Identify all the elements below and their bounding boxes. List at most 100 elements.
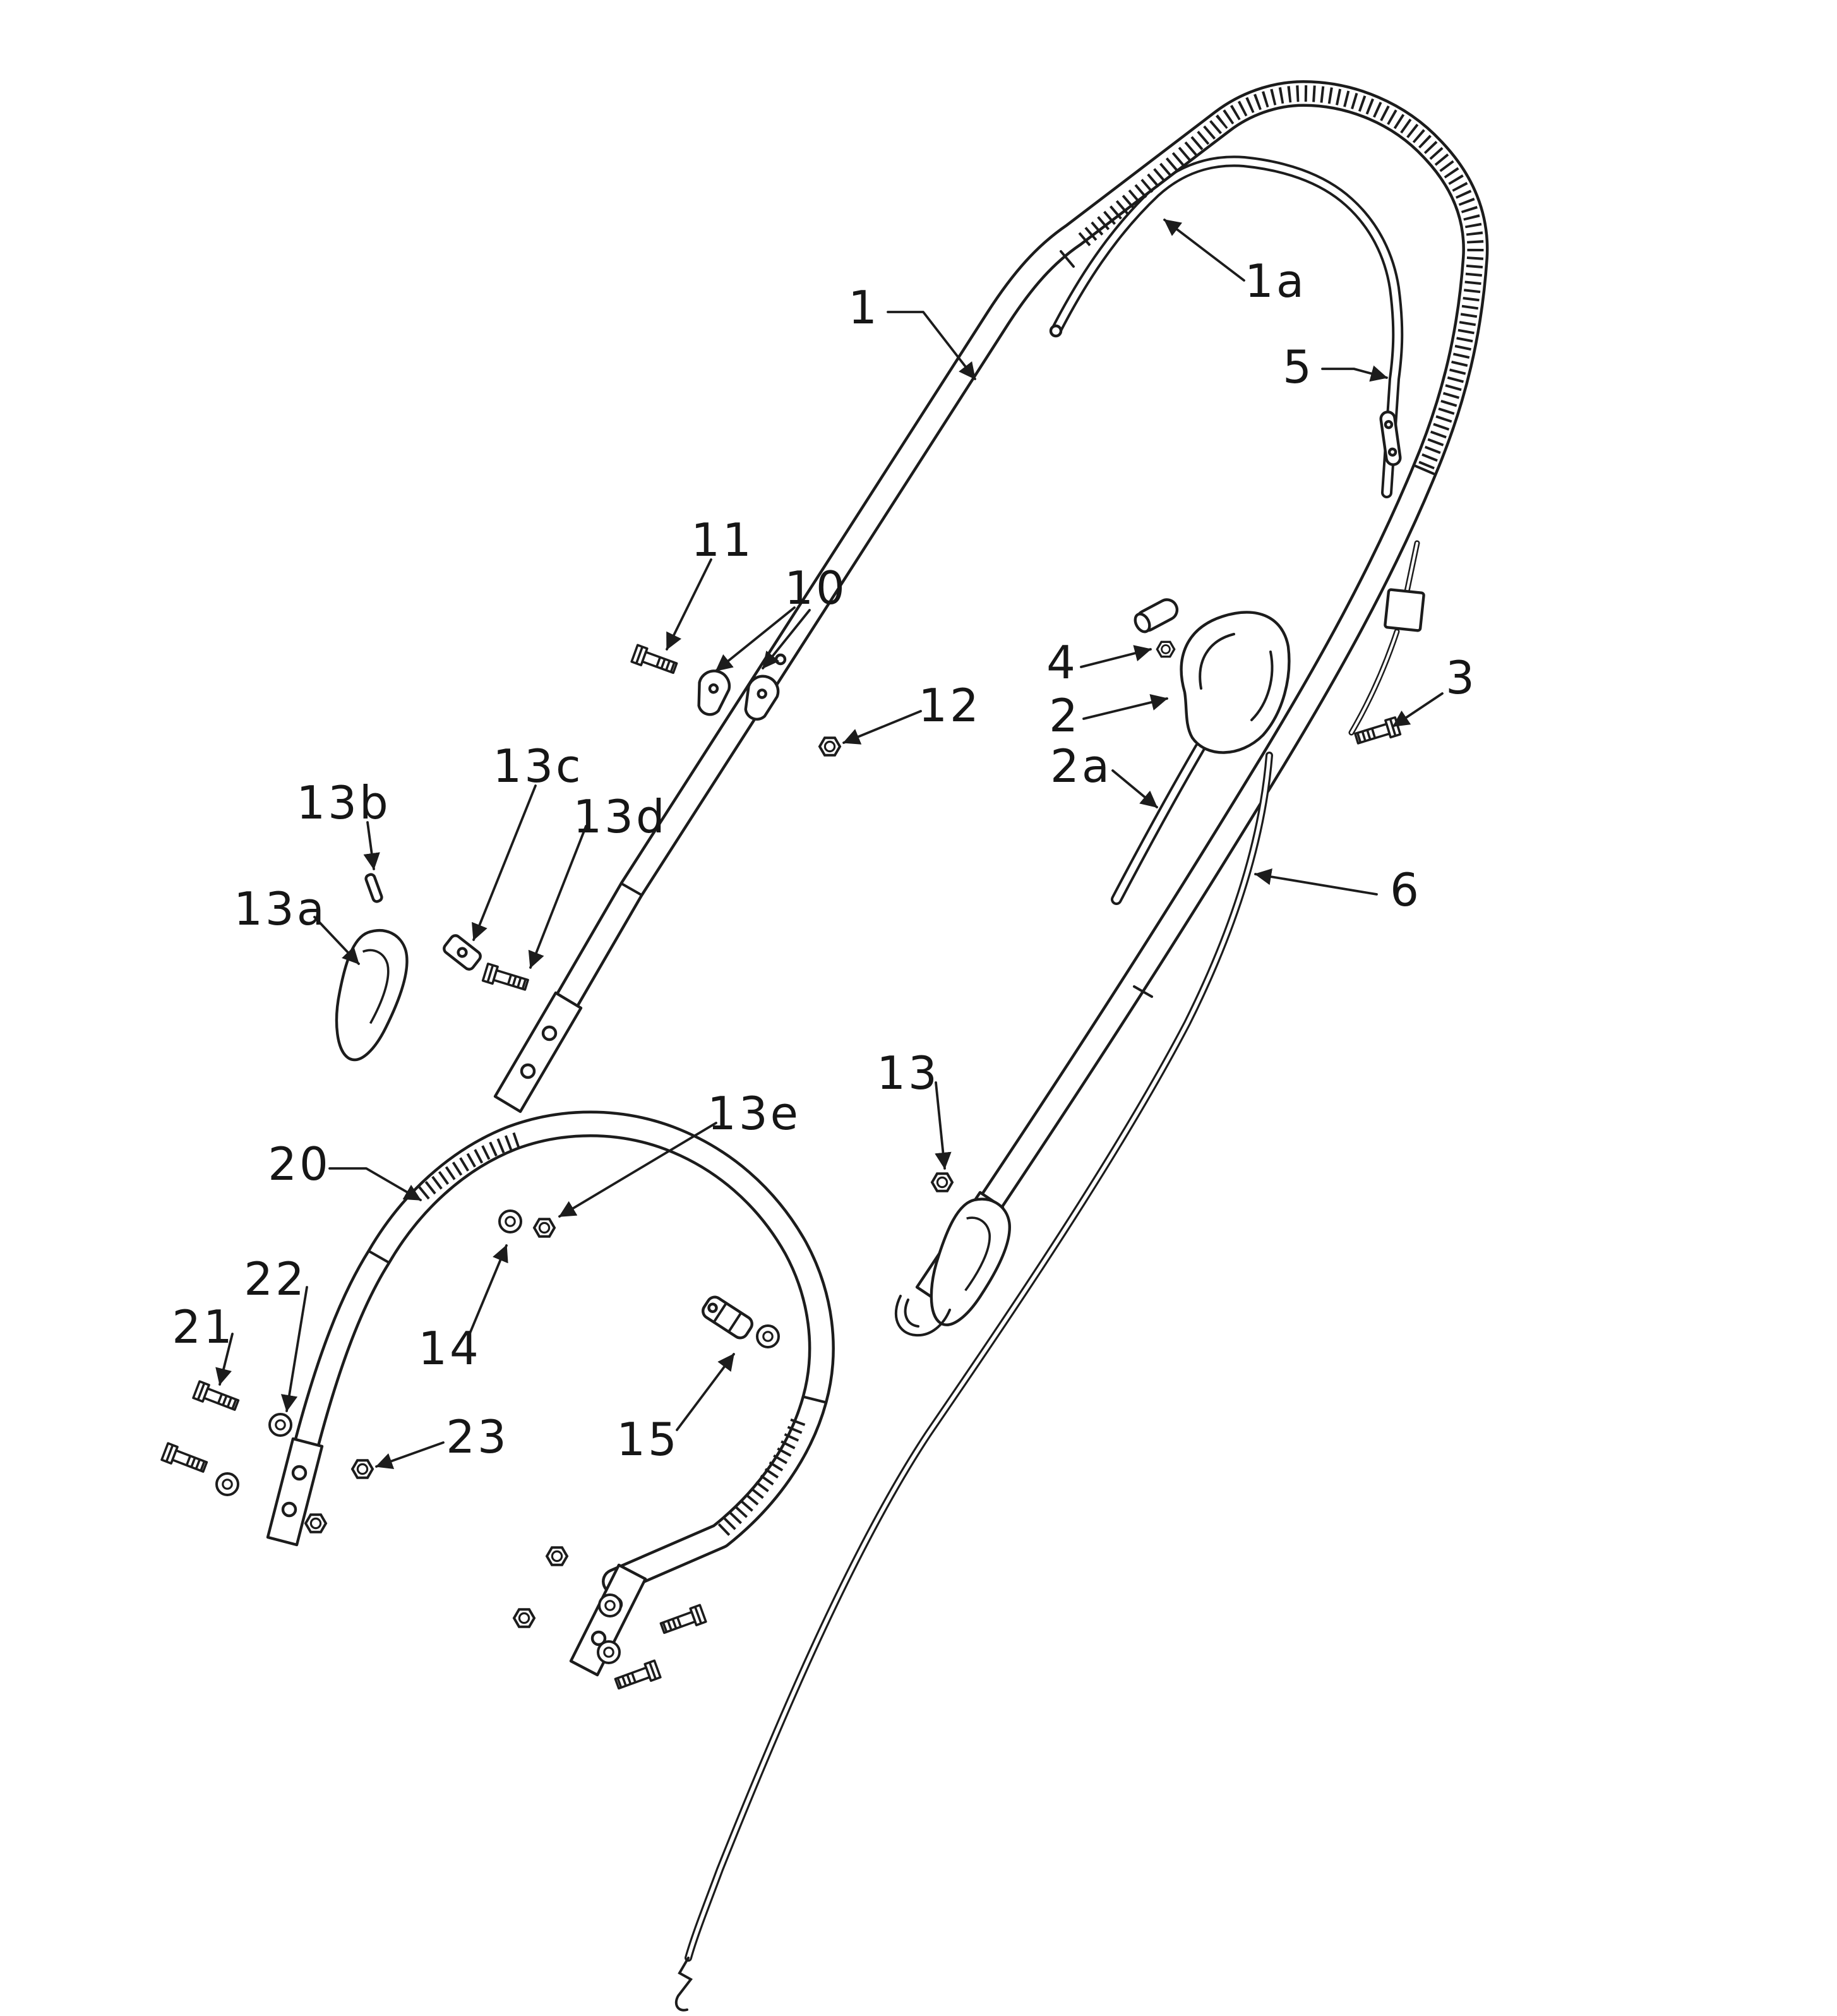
leader-1a [1163, 219, 1245, 282]
callout-10: 10 [784, 561, 847, 615]
callout-20: 20 [268, 1137, 331, 1191]
upper-handle-assembly [332, 80, 1489, 2012]
callout-1a: 1a [1245, 255, 1307, 308]
lower-tube-joint-tick-1 [369, 1251, 389, 1263]
callout-11: 11 [691, 513, 754, 567]
tube-joint-tick-4 [1415, 465, 1435, 475]
left-tube-end-plate [493, 991, 583, 1113]
washer-15 [756, 1324, 780, 1348]
leader-3 [1392, 692, 1444, 728]
leader-13a [313, 916, 360, 965]
bail-end-bracket [1379, 411, 1402, 466]
hex-nut-13e [533, 1218, 556, 1238]
cable-clamp-half-a [697, 669, 731, 716]
callout-1: 1 [848, 281, 880, 334]
callout-13d: 13d [573, 790, 667, 843]
lower-handle-assembly [160, 1110, 835, 1693]
leader-13c [472, 784, 537, 941]
pin-13b [364, 873, 383, 903]
clamp-hardware [630, 644, 841, 757]
callout-13c: 13c [493, 740, 583, 793]
callout-13e: 13e [707, 1087, 801, 1140]
leader-22 [280, 1286, 308, 1412]
callout-15: 15 [616, 1413, 679, 1466]
leader-6 [1254, 868, 1378, 896]
callout-23: 23 [446, 1410, 509, 1463]
callout-22: 22 [244, 1252, 307, 1305]
leader-10b [762, 609, 811, 669]
callout-2: 2 [1049, 689, 1080, 742]
hex-nut-right-1 [546, 1546, 568, 1566]
callout-3: 3 [1445, 651, 1477, 704]
leader-23 [375, 1441, 445, 1470]
throttle-housing [1180, 611, 1291, 754]
leader-lines [215, 219, 1444, 1470]
lever-strap-inner [904, 1299, 919, 1328]
callout-labels: 1 1a 5 11 10 12 4 2 2a 3 13c 13b 13d 13a… [172, 255, 1477, 1466]
leader-15 [676, 1353, 735, 1431]
lever-strap-outline [894, 1295, 951, 1337]
cable-clamp-15 [702, 1295, 753, 1340]
cable-fill [686, 753, 1271, 1960]
callout-14: 14 [418, 1322, 481, 1375]
leader-13b [363, 821, 380, 870]
presence-bail [1049, 155, 1404, 498]
callout-13a: 13a [234, 882, 327, 935]
cable-end-hook [674, 1957, 693, 2012]
leader-4 [1080, 645, 1152, 668]
tube-joint-tick-1 [621, 883, 642, 896]
cable-clamp-half-b [744, 675, 780, 721]
lower-tube-hatch-right [714, 1418, 806, 1539]
cam-lever-kit-left [332, 873, 530, 1060]
lower-handle-tube [266, 1110, 835, 1677]
plate-13c [443, 934, 482, 971]
leader-10a [715, 606, 796, 672]
leader-1 [887, 311, 976, 380]
wire-lower-fill [1350, 630, 1398, 734]
washer-14 [498, 1209, 522, 1233]
wire-upper-fill [1406, 542, 1418, 592]
leader-11 [666, 558, 712, 651]
leader-5 [1321, 365, 1388, 382]
tube-joint-tick-5 [1060, 250, 1075, 268]
throttle-housing-detail-2 [1250, 651, 1274, 721]
leader-21 [215, 1333, 234, 1386]
callout-5: 5 [1283, 340, 1314, 393]
washer-right-1 [598, 1593, 622, 1617]
hex-nut-12 [818, 736, 841, 757]
hex-nut-right-2 [513, 1608, 536, 1628]
throttle-housing-detail-1 [1199, 633, 1235, 690]
hex-nut-13 [931, 1172, 954, 1192]
lower-tube-joint-tick-2 [803, 1396, 826, 1403]
bail-tube-fill [1053, 158, 1401, 496]
leader-20 [328, 1167, 422, 1201]
wire-and-clip [1348, 540, 1425, 748]
callout-12: 12 [918, 679, 981, 732]
washer-22 [268, 1413, 292, 1437]
callout-2a: 2a [1050, 740, 1112, 793]
tube-mount-hole [774, 653, 787, 666]
leader-13 [935, 1081, 952, 1170]
leader-2 [1082, 693, 1168, 720]
callout-13: 13 [877, 1047, 940, 1100]
cable-clip-box [1384, 588, 1425, 632]
callout-6: 6 [1390, 863, 1421, 916]
tube-joint-tick-3 [1133, 985, 1153, 998]
throttle-lever-rod-fill [1113, 745, 1203, 903]
bail-pivot-hole [1049, 324, 1063, 338]
leader-13d [528, 825, 587, 969]
lower-left-mount-bracket [266, 1437, 324, 1547]
washer-22b [215, 1472, 239, 1496]
flange-nut-4 [1156, 640, 1176, 658]
leader-14 [467, 1244, 508, 1338]
washer-right-2 [597, 1640, 621, 1664]
callout-21: 21 [172, 1300, 235, 1353]
hex-nut-23b [304, 1513, 327, 1533]
leader-2a [1111, 769, 1158, 808]
leader-12 [842, 710, 922, 745]
throttle-control [1111, 598, 1291, 905]
cam-lever-assembly-right [894, 1172, 1012, 1337]
